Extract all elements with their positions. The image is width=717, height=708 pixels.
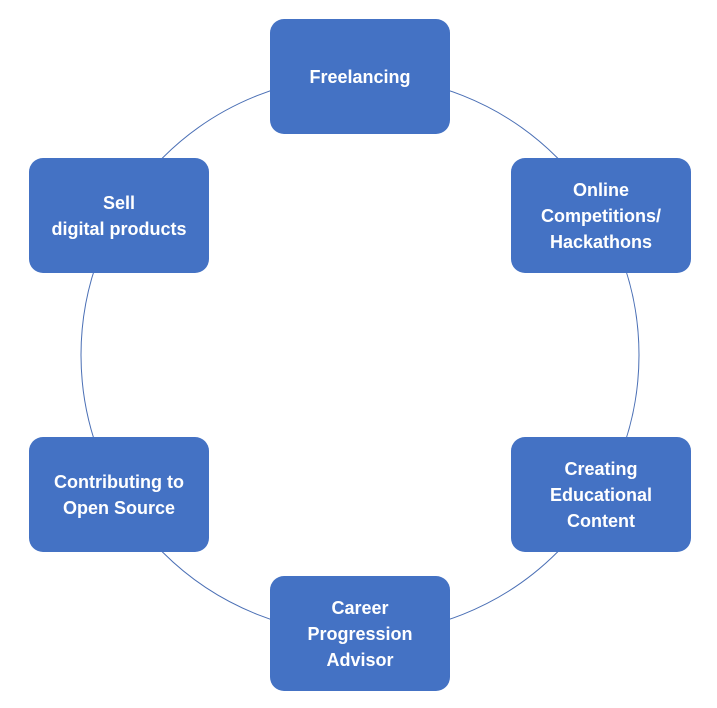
node-contributing-to-open-source: Contributing to Open Source xyxy=(29,437,209,552)
node-label-contributing-to-open-source: Contributing to Open Source xyxy=(54,471,184,518)
node-label-online-competitions: Online Competitions/ Hackathons xyxy=(541,179,661,252)
node-label-career-progression-advisor: Career Progression Advisor xyxy=(307,597,413,670)
node-online-competitions: Online Competitions/ Hackathons xyxy=(511,158,691,273)
node-freelancing: Freelancing xyxy=(270,19,450,134)
node-career-progression-advisor: Career Progression Advisor xyxy=(270,576,450,691)
node-sell-digital-products: Sell digital products xyxy=(29,158,209,273)
node-label-creating-educational-content: Creating Educational Content xyxy=(549,458,652,531)
node-creating-educational-content: Creating Educational Content xyxy=(511,437,691,552)
node-label-sell-digital-products: Sell digital products xyxy=(51,192,187,239)
node-label-freelancing: Freelancing xyxy=(309,66,411,87)
